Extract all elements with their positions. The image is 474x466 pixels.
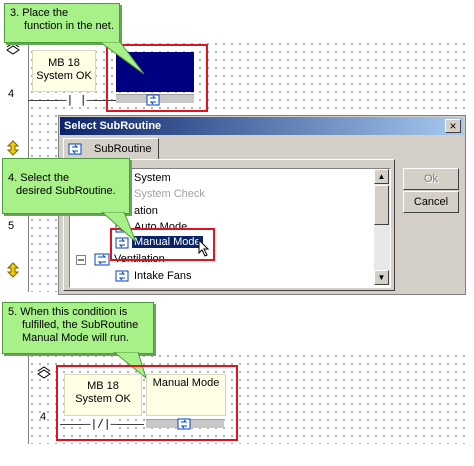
block-label: MB 18 xyxy=(48,57,80,69)
tree-scrollbar[interactable]: ▲ ▼ xyxy=(374,169,390,285)
mouse-cursor-icon xyxy=(198,239,210,257)
close-button[interactable]: × xyxy=(445,119,461,133)
function-highlight xyxy=(106,44,208,112)
scroll-thumb[interactable] xyxy=(374,185,389,225)
stack-icon xyxy=(37,366,51,379)
cancel-button[interactable]: Cancel xyxy=(403,191,459,213)
block-label: System OK xyxy=(36,70,92,82)
condition-block[interactable]: MB 18 System OK xyxy=(32,50,96,92)
updown-arrow-icon[interactable] xyxy=(6,262,20,278)
dialog-title: Select SubRoutine xyxy=(60,117,464,135)
tree-item-auto-mode[interactable]: Auto Mode xyxy=(134,221,188,233)
tree-item-manual-mode-selected[interactable]: Manual Mode xyxy=(132,236,203,248)
subroutine-icon xyxy=(115,270,129,282)
scroll-up-button[interactable]: ▲ xyxy=(374,169,389,184)
block-label: System OK xyxy=(75,393,131,405)
tab-label: SubRoutine xyxy=(94,143,152,155)
subroutine-icon xyxy=(146,94,160,106)
subroutine-icon xyxy=(115,237,129,249)
callout-step-4: 4. Select the desired SubRoutine. xyxy=(2,158,130,214)
select-subroutine-dialog: Select SubRoutine × SubRoutine System Sy… xyxy=(58,115,466,295)
scroll-down-button[interactable]: ▼ xyxy=(374,270,389,285)
expand-collapse-icon[interactable] xyxy=(76,255,86,265)
subroutine-icon xyxy=(177,418,191,430)
tree-item[interactable]: System xyxy=(134,172,171,184)
ok-button[interactable]: Ok xyxy=(403,168,459,190)
contact-no[interactable]: —| |— xyxy=(60,93,94,106)
callout-step-5: 5. When this condition is fulfilled, the… xyxy=(2,302,154,354)
stack-icon xyxy=(6,42,20,55)
subroutine-block[interactable]: Manual Mode xyxy=(146,374,226,416)
row-number: 4 xyxy=(8,88,15,100)
tab-panel xyxy=(63,159,395,291)
manual-mode-highlight xyxy=(110,228,215,261)
updown-arrow-icon[interactable] xyxy=(6,140,20,156)
callout-pointer xyxy=(99,42,145,75)
block-label: MB 18 xyxy=(87,380,119,392)
contact-nc[interactable]: —|/|— xyxy=(84,417,118,430)
subroutine-label: Manual Mode xyxy=(152,377,220,389)
net-highlight xyxy=(56,365,238,441)
row-number: 4 xyxy=(40,411,47,423)
tab-subroutine[interactable]: SubRoutine xyxy=(63,138,159,160)
tree-item-intake-fans[interactable]: Intake Fans xyxy=(134,270,192,282)
subroutine-icon xyxy=(68,143,82,155)
condition-block[interactable]: MB 18 System OK xyxy=(64,374,142,416)
power-rail-bottom xyxy=(28,352,29,444)
tree-item[interactable]: System Check xyxy=(134,188,205,200)
tree-item[interactable]: ation xyxy=(134,205,158,217)
callout-step-3: 3. Place the function in the net. xyxy=(4,3,120,43)
callout-pointer xyxy=(101,212,137,243)
folder-subroutine-icon xyxy=(94,253,110,266)
row-number: 5 xyxy=(8,220,15,232)
